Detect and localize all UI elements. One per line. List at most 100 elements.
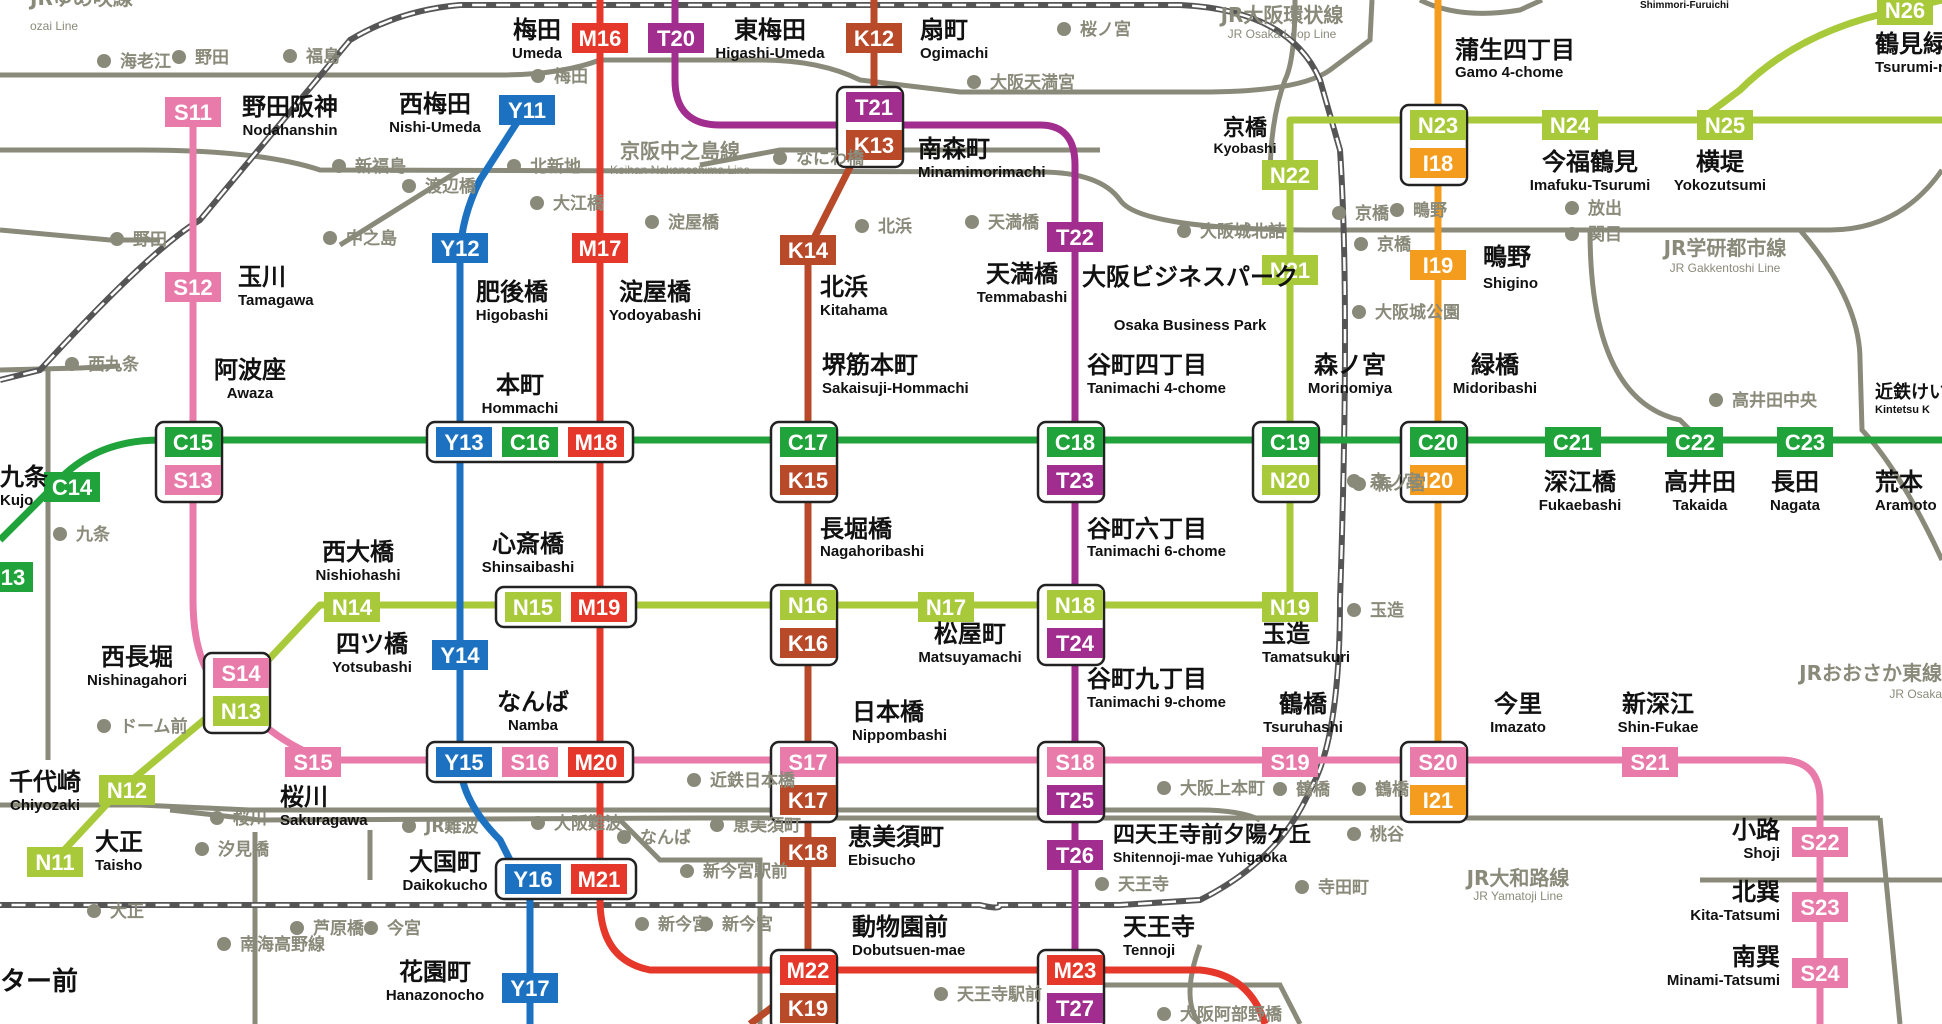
badge-c23[interactable]: C23 — [1777, 427, 1833, 457]
badge-c17[interactable]: C17 — [780, 427, 836, 457]
rail-station-watanabebashi[interactable]: 渡辺橋 — [402, 176, 477, 197]
badge-i19[interactable]: I19 — [1410, 250, 1466, 280]
badge-s17[interactable]: S17 — [780, 747, 836, 777]
rail-station-kujo_s[interactable]: 九条 — [53, 524, 111, 545]
station-shimmori[interactable]: Shimmori-Furuichi — [1640, 0, 1729, 11]
badge-k17[interactable]: K17 — [780, 785, 836, 815]
rail-station-namba_s[interactable]: なんば — [617, 828, 691, 848]
badge-n18[interactable]: N18 — [1047, 590, 1103, 620]
badge-c20[interactable]: C20 — [1410, 427, 1466, 457]
badge-k19[interactable]: K19 — [780, 993, 836, 1023]
badge-n24[interactable]: N24 — [1542, 110, 1598, 140]
rail-station-oebashi[interactable]: 大江橋 — [530, 193, 605, 214]
badge-c16[interactable]: C16 — [502, 427, 558, 457]
rail-station-naniwabashi[interactable]: なにわ橋 — [773, 148, 865, 169]
rail-station-teradacho[interactable]: 寺田町 — [1295, 877, 1369, 898]
badge-y13[interactable]: Y13 — [436, 427, 492, 457]
badge-s11[interactable]: S11 — [165, 97, 221, 127]
badge-s23[interactable]: S23 — [1792, 892, 1848, 922]
badge-c21[interactable]: C21 — [1545, 427, 1601, 457]
badge-y12[interactable]: Y12 — [432, 233, 488, 263]
badge-k15[interactable]: K15 — [780, 465, 836, 495]
rail-station-fukushima[interactable]: 福島 — [283, 46, 340, 67]
badge-s22[interactable]: S22 — [1792, 827, 1848, 857]
badge-t26[interactable]: T26 — [1047, 840, 1103, 870]
rail-station-osakajohokuzume[interactable]: 大阪城北詰 — [1177, 221, 1285, 242]
badge-n19[interactable]: N19 — [1262, 592, 1318, 622]
badge-n21[interactable]: N21 — [1262, 255, 1318, 285]
badge-y15[interactable]: Y15 — [436, 747, 492, 777]
badge-y17[interactable]: Y17 — [502, 973, 558, 1003]
badge-t20[interactable]: T20 — [648, 23, 704, 53]
badge-n16[interactable]: N16 — [780, 590, 836, 620]
badge-t24[interactable]: T24 — [1047, 628, 1103, 658]
badge-s24[interactable]: S24 — [1792, 958, 1848, 988]
rail-station-ashiharabashi[interactable]: 芦原橋 — [290, 918, 365, 939]
rail-station-nakanoshima[interactable]: 中之島 — [323, 228, 397, 249]
rail-station-morinomiya_s2[interactable]: 森ノ宮 — [1352, 474, 1426, 495]
badge-s21[interactable]: S21 — [1622, 747, 1678, 777]
badge-s19[interactable]: S19 — [1262, 747, 1318, 777]
badge-t27[interactable]: T27 — [1047, 993, 1103, 1023]
badge-i20[interactable]: I20 — [1410, 465, 1466, 495]
rail-station-tennoji_ekimae[interactable]: 天王寺駅前 — [934, 984, 1042, 1005]
rail-station-shin_imamiya_eki[interactable]: 新今宮駅前 — [680, 861, 788, 882]
badge-t21[interactable]: T21 — [846, 92, 902, 122]
rail-station-sakuragawa_s[interactable]: 桜川 — [210, 808, 267, 829]
badge-m16[interactable]: M16 — [572, 23, 628, 53]
rail-station-hanaten[interactable]: 放出 — [1565, 198, 1622, 219]
rail-station-tenmangu[interactable]: 大阪天満宮 — [967, 72, 1075, 93]
badge-m18[interactable]: M18 — [568, 427, 624, 457]
badge-n22[interactable]: N22 — [1262, 160, 1318, 190]
badge-c22[interactable]: C22 — [1667, 427, 1723, 457]
rail-station-momodani[interactable]: 桃谷 — [1347, 824, 1405, 845]
badge-i18[interactable]: I18 — [1410, 148, 1466, 178]
rail-station-shinimamiya[interactable]: 新今宮 — [635, 914, 709, 935]
station-kintetsu[interactable]: 近鉄けいはんな線Kintetsu K — [1875, 381, 1942, 416]
rail-station-osakajokoen[interactable]: 大阪城公園 — [1352, 302, 1460, 323]
badge-k14[interactable]: K14 — [780, 235, 836, 265]
rail-station-tamatsukuri_s[interactable]: 玉造 — [1347, 601, 1405, 621]
rail-station-tsuruhashi_s2[interactable]: 鶴橋 — [1352, 779, 1410, 800]
rail-station-shinimamiya2[interactable]: 新今宮 — [699, 914, 773, 935]
badge-s16[interactable]: S16 — [502, 747, 558, 777]
badge-t22[interactable]: T22 — [1047, 222, 1103, 252]
badge-m19[interactable]: M19 — [571, 592, 627, 622]
badge-c19[interactable]: C19 — [1262, 427, 1318, 457]
station-tsurumi[interactable]: 鶴見緑地Tsurumi-ryokuchi — [1875, 30, 1942, 76]
rail-station-noda_w[interactable]: 野田 — [110, 230, 167, 250]
rail-station-kyobashi_s2[interactable]: 京橋 — [1354, 234, 1412, 255]
badge-n20[interactable]: N20 — [1262, 465, 1318, 495]
badge-m23[interactable]: M23 — [1047, 955, 1103, 985]
rail-station-takaidachuo[interactable]: 高井田中央 — [1709, 390, 1818, 411]
